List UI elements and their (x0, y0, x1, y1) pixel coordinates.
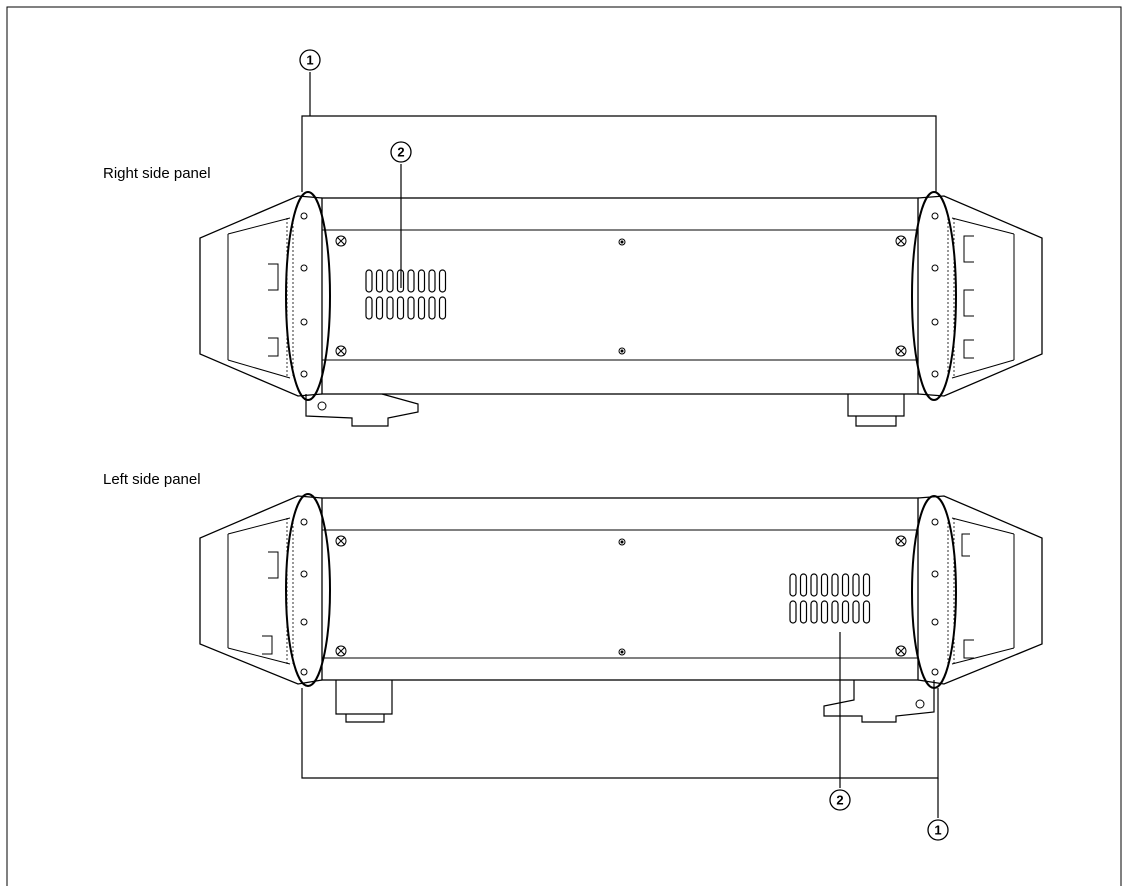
tilt-stand (823, 680, 935, 723)
vent-slot (789, 573, 797, 597)
vent-slot (810, 573, 818, 597)
vent-slot (365, 269, 373, 293)
chassis-body (321, 197, 919, 395)
rear-handle-housing (917, 195, 1043, 397)
vent-slots (365, 269, 447, 320)
vent-slot (789, 600, 797, 624)
vent-slot (820, 573, 829, 597)
rear-handle-housing (917, 495, 1043, 685)
vent-slot (862, 600, 871, 624)
vent-slot (417, 269, 426, 293)
vent-slot (862, 573, 871, 597)
vent-slot (365, 296, 373, 320)
vent-slot (386, 296, 394, 320)
vent-slot (428, 296, 436, 320)
vent-slot (831, 600, 839, 624)
side-plate (321, 529, 919, 659)
side-plate (321, 229, 919, 361)
vent-slots (789, 573, 871, 624)
vent-slot (820, 600, 829, 624)
vent-slot (852, 573, 860, 597)
callout-1-top: 1 (299, 49, 321, 71)
callout-lines-right (301, 72, 937, 288)
vent-slot (852, 600, 860, 624)
vent-slot (417, 296, 426, 320)
chassis-body (321, 497, 919, 681)
figure-border (6, 6, 1122, 886)
vent-slot (438, 269, 447, 293)
vent-slot (841, 600, 850, 624)
right-side-panel-drawing (199, 191, 1043, 427)
svg-text:2: 2 (836, 793, 843, 808)
svg-text:1: 1 (306, 53, 313, 68)
vent-slot (396, 296, 405, 320)
vent-slot (810, 600, 818, 624)
callout-1-bottom: 1 (927, 819, 949, 841)
callout-2-bottom: 2 (829, 789, 851, 811)
vent-slot (386, 269, 394, 293)
vent-slot (407, 296, 415, 320)
vent-slot (407, 269, 415, 293)
left-side-panel-drawing (199, 493, 1043, 723)
vent-slot (438, 296, 447, 320)
vent-slot (831, 573, 839, 597)
right-panel-label: Right side panel (103, 165, 211, 182)
svg-text:1: 1 (934, 823, 941, 838)
bezel-callout-ring (285, 493, 331, 687)
vent-slot (375, 269, 384, 293)
foot (335, 680, 393, 723)
bezel-callout-ring (285, 191, 331, 401)
bezel-callout-ring (911, 191, 957, 401)
foot (847, 394, 905, 427)
svg-text:2: 2 (397, 145, 404, 160)
left-panel-label: Left side panel (103, 471, 201, 488)
vent-slot (799, 600, 808, 624)
vent-slot (841, 573, 850, 597)
vent-slot (375, 296, 384, 320)
bezel-callout-ring (911, 495, 957, 689)
vent-slot (799, 573, 808, 597)
callout-lines-left (301, 632, 939, 818)
front-handle-housing (199, 495, 323, 685)
tilt-stand (305, 393, 419, 427)
callout-2-top: 2 (390, 141, 412, 163)
vent-slot (428, 269, 436, 293)
